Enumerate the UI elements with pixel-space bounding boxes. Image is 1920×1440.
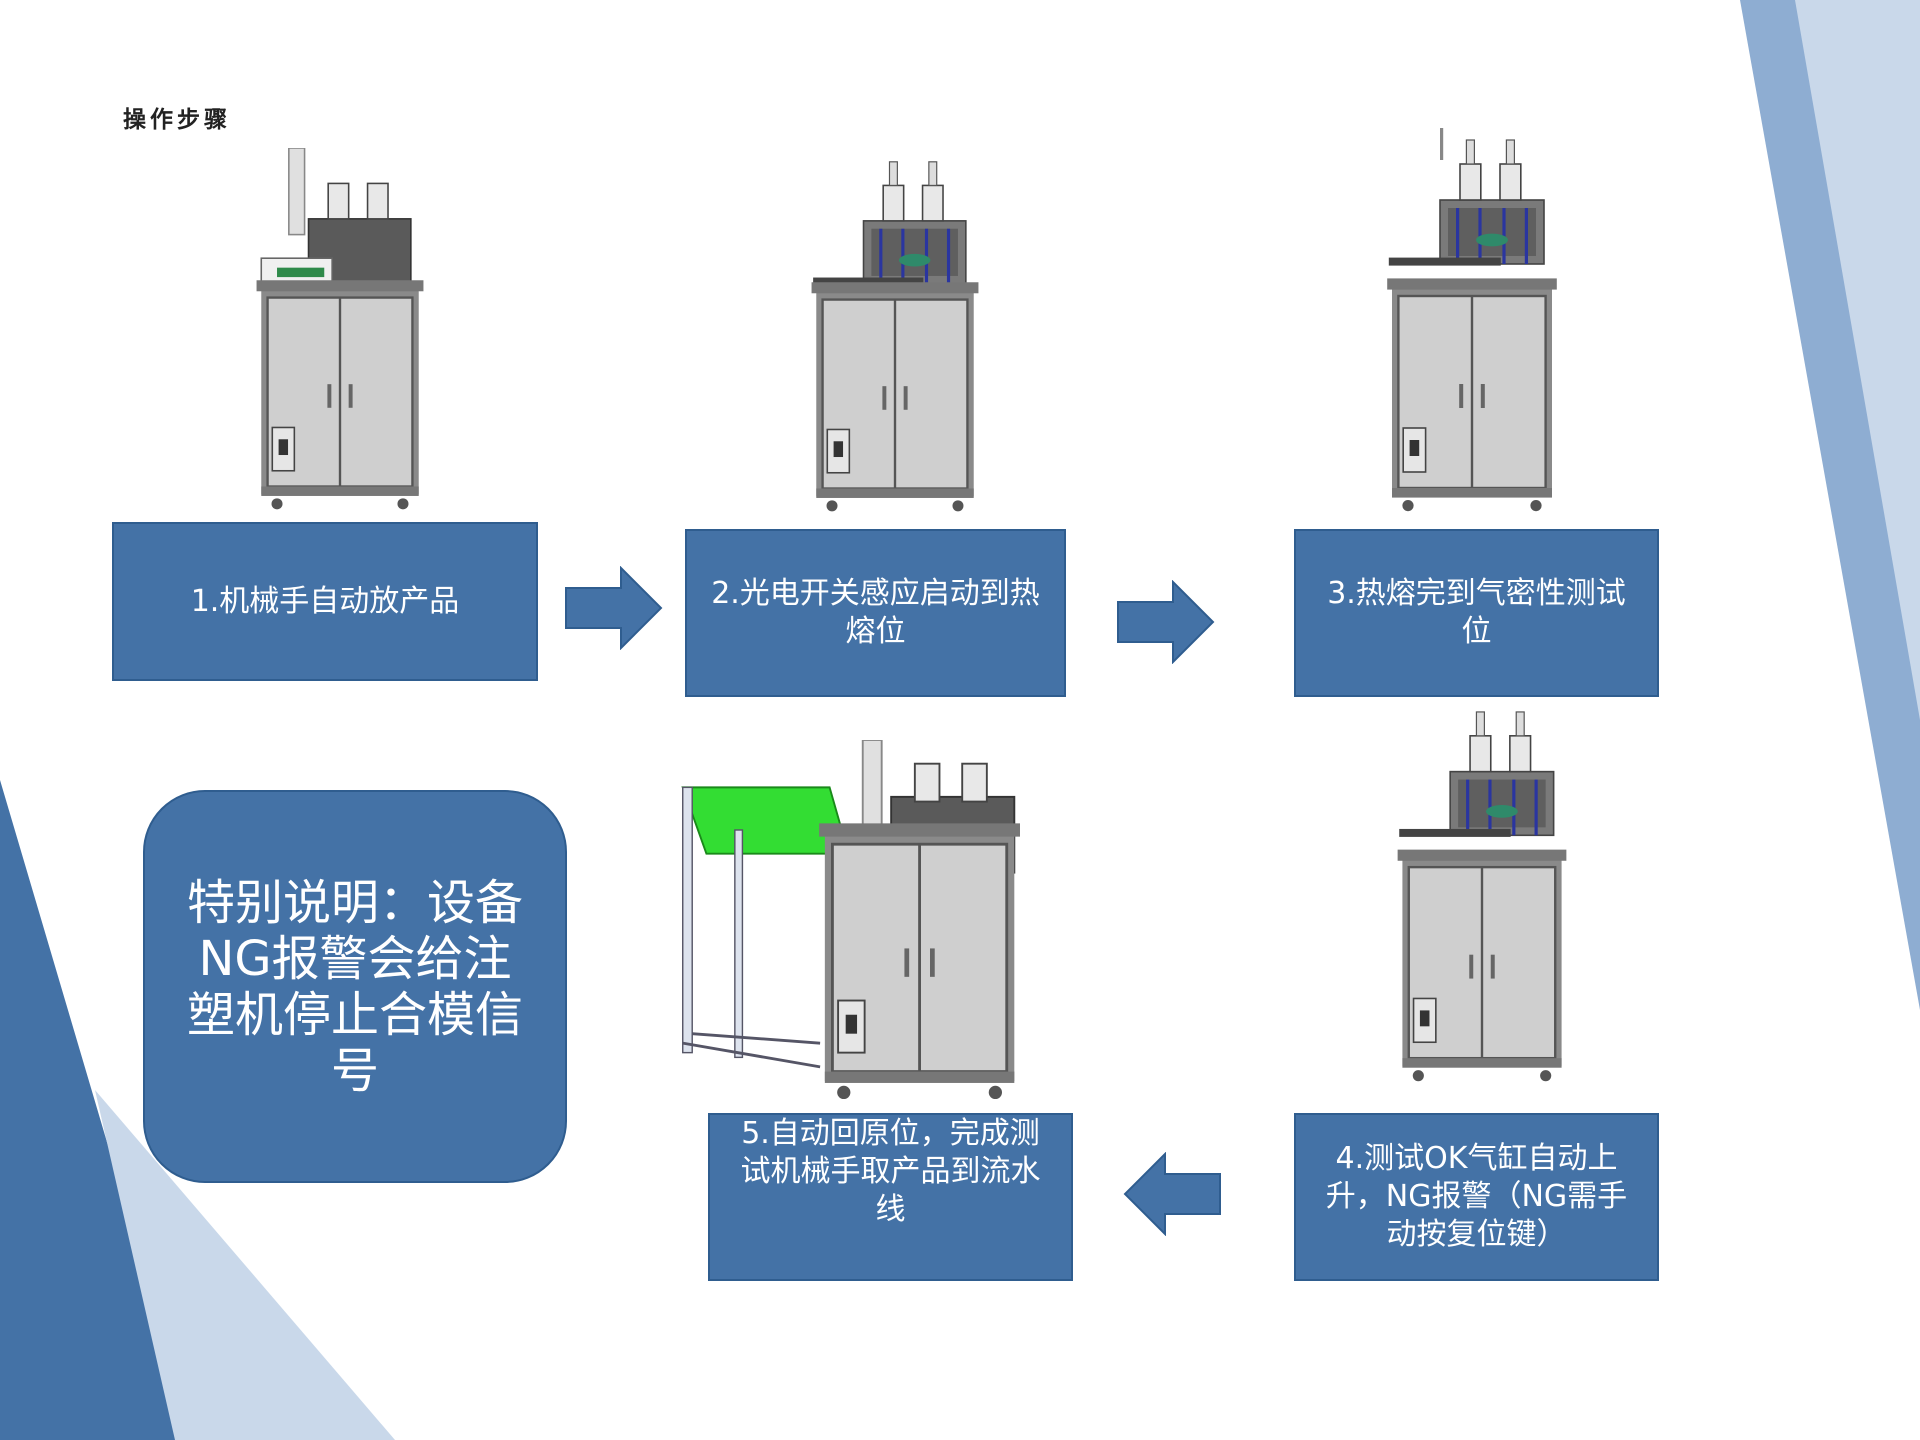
step-2-label: 2.光电开关感应启动到热熔位 — [711, 576, 1040, 649]
step-5-box: 5.自动回原位，完成测试机械手取产品到流水线 — [708, 1113, 1073, 1281]
machine-illustration-3 — [1385, 128, 1559, 513]
left-triangle-light — [95, 1090, 395, 1440]
right-stripe-light — [1795, 0, 1920, 720]
machine-illustration-5 — [681, 740, 1022, 1100]
arrow-right-icon — [1117, 581, 1214, 663]
step-4-box: 4.测试OK气缸自动上升，NG报警（NG需手动按复位键） — [1294, 1113, 1659, 1281]
step-3-box: 3.热熔完到气密性测试位 — [1294, 529, 1659, 697]
machine-illustration-2 — [810, 160, 980, 513]
special-note-text: 特别说明：设备NG报警会给注塑机停止合模信号 — [186, 874, 523, 1099]
step-3-label: 3.热熔完到气密性测试位 — [1327, 576, 1626, 649]
step-1-box: 1.机械手自动放产品 — [112, 522, 538, 681]
step-1-label: 1.机械手自动放产品 — [190, 583, 460, 619]
arrow-left-icon — [1124, 1153, 1221, 1235]
step-4-label: 4.测试OK气缸自动上升，NG报警（NG需手动按复位键） — [1325, 1141, 1628, 1252]
page-title: 操作步骤 — [123, 107, 231, 133]
machine-illustration-1 — [255, 148, 425, 511]
machine-illustration-4 — [1396, 710, 1568, 1083]
arrow-right-icon — [565, 567, 662, 649]
step-5-label: 5.自动回原位，完成测试机械手取产品到流水线 — [740, 1116, 1041, 1227]
step-2-box: 2.光电开关感应启动到热熔位 — [685, 529, 1066, 697]
special-note-box: 特别说明：设备NG报警会给注塑机停止合模信号 — [143, 790, 567, 1183]
